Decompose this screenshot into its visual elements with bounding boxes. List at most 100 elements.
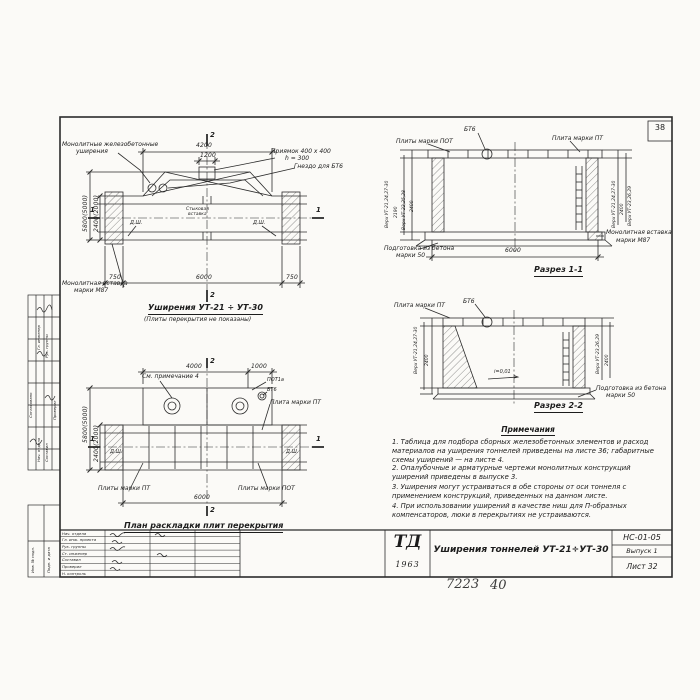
plan-top-joint-label-1: Стыковая [186,207,209,212]
section1-prep-label-2: марки 50 [396,252,426,259]
plan-bottom-axis-1-left: 1 [90,435,95,443]
titleblock-sheet: Лист 32 [626,562,658,571]
section2-title: Разрез 2-2 [534,401,583,413]
plan-bottom-def-joint-right: Д.Ш. [286,449,299,455]
margin-upper-label-6: Проверил [52,400,57,420]
plan-top-axis-1-left: 1 [90,206,95,214]
notes-heading-wrap: Примечания [392,425,664,436]
plan-top-dim-4200: 4200 [196,142,213,149]
section1-dim-left-2190: 2190 [394,206,399,218]
titleblock-row-6: Проверил [62,564,82,569]
section2-prep-label-2: марки 50 [606,392,636,399]
margin-stamp-table [27,294,61,578]
plan-bottom-title: План раскладки плит перекрытия [124,521,284,533]
plan-bottom-dim-5800: 5800(5000) [82,405,89,443]
section1-dim-left-2400: 2400 [410,200,415,212]
section1-level-left-2: Верх УТ-22,25,28 [402,190,407,230]
plan-bottom-dim-1000: 1000 [251,363,268,370]
note-item-3: 3. Уширения могут устраиваться в обе сто… [392,483,627,500]
plan-bottom-axis-2-top: 2 [210,357,215,365]
titleblock-issue: Выпуск 1 [626,547,658,555]
plan-top-def-joint-left: Д.Ш. [130,220,143,226]
handwritten-sheet-number: 40 [490,578,507,593]
section1-dim-6000: 6000 [505,247,522,254]
section1-pot-slabs-label: Плиты марки ПОТ [396,138,453,145]
sheet-page-number: 38 [654,123,666,132]
section1-pt-slab-label: Плита марки ПТ [552,135,603,142]
plan-top-def-joint-right: Д.Ш. [253,220,266,226]
section-1-1-linework [400,132,632,261]
plan-top-axis-2-top: 2 [210,131,215,139]
plan-top-pit-label-1: Приямок 400 х 400 [271,148,331,155]
titleblock-row-2: Гл. инж. проекта [62,537,97,543]
titleblock-row-3: Рук. группы [62,543,86,549]
note-item-4: 4. При использовании уширений в качестве… [392,502,627,519]
titleblock-series: НС-01-05 [623,533,661,542]
note-item-1: 1. Таблица для подбора сборных железобет… [392,438,654,464]
plan-top-subtitle: (Плиты перекрытия не показаны) [144,316,252,323]
titleblock-doc-title: Уширения тоннелей УТ-21÷УТ-30 [433,545,609,555]
note-item-2: 2. Опалубочные и арматурные чертежи моно… [392,464,631,481]
section2-pt-slab-label: Плита марки ПТ [394,302,445,309]
section2-prep-label-1: Подготовка из бетона [596,385,667,392]
handwritten-doc-number: 7223 [446,577,480,592]
section1-title: Разрез 1-1 [534,265,583,277]
plan-top-dim-750-left: 750 [109,274,122,281]
section1-bt6-label: БТ6 [464,126,476,133]
plan-bottom-pot1a-label: ПОТ1а [267,377,284,383]
section1-dim-right-2400: 2400 [620,203,625,215]
section1-prep-label-1: Подготовка из бетона [384,245,455,252]
title-block-linework [60,529,672,577]
plan-top-insert-label-1: Монолитная вставка [62,280,128,287]
plan-top-dim-6000: 6000 [196,274,213,281]
logo-year: 1963 [395,560,420,569]
plan-bottom-def-joint-left: Д.Ш. [110,449,123,455]
plan-bottom-dim-6000: 6000 [194,494,211,501]
plan-top-joint-label-2: вставка [188,212,207,217]
margin-lower-label-1: Инв. № подл. [30,546,35,573]
section2-level-left: Верх УТ-21,24,27-30 [414,326,419,374]
section-2-2-linework [420,303,614,404]
plan-top-dim-750-right: 750 [286,274,299,281]
logo-td: ТД [393,532,422,552]
plan-bottom-pot-slabs-label: Плиты марки ПОТ [238,485,295,492]
margin-upper-label-5: Составил [44,443,49,462]
section1-level-right-2: Верх УТ-23,26,29 [628,186,633,226]
section1-level-left-1: Верх УТ-21,24,27-30 [385,180,390,228]
section2-dim-right-2400: 2400 [605,354,610,366]
plan-top-monolithic-label-2: уширения [76,148,108,155]
plan-bottom-dim-4000: 4000 [186,363,203,370]
margin-upper-label-2: Гл. инженер [36,325,41,350]
titleblock-row-4: Ст. инженер [62,550,88,556]
plan-top-monolithic-label-1: Монолитные железобетонные [62,141,159,148]
plan-top-linework [86,134,324,302]
plan-top-axis-2-bottom: 2 [210,291,215,299]
plan-top-axis-1-right: 1 [316,206,321,214]
plan-top-nest-label: Гнездо для БТ6 [294,163,343,170]
margin-upper-label-3: Нач. отдела [36,437,41,462]
section2-dim-left-2400: 2400 [425,354,430,366]
titleblock-row-1: Нач. отдела [62,530,87,536]
plan-top-dim-5800: 5800(5000) [82,194,89,232]
plan-top-title: Уширения УТ-21 ÷ УТ-30 [148,303,263,315]
plan-bottom-dim-2400: 2400(2000) [93,424,100,462]
section2-bt6-label: БТ6 [463,298,475,305]
dimension-ticks [87,149,601,506]
margin-lower-label-2: Подп. и дата [46,547,51,573]
plan-bottom-bt6-label: БТ6 [267,387,277,393]
section1-insert-label-2: марки М87 [616,237,651,244]
section2-level-right: Верх УТ-23,26,29 [596,334,601,374]
notes-heading: Примечания [501,425,555,436]
plan-bottom-axis-1-right: 1 [316,435,321,443]
titleblock-row-7: Н. контроль [62,570,86,576]
plan-bottom-linework [86,358,324,516]
margin-upper-label-1: Согласовано [28,392,33,418]
plan-bottom-pt-slabs-label: Плиты марки ПТ [98,485,151,492]
plan-top-dim-1200: 1200 [200,152,217,159]
section1-level-right-1: Верх УТ-21,24,27-30 [612,180,617,228]
plan-top-pit-label-2: h = 300 [285,155,310,162]
margin-upper-label-4: Рук. группы [44,334,49,358]
titleblock-row-5: Составил [62,557,81,563]
